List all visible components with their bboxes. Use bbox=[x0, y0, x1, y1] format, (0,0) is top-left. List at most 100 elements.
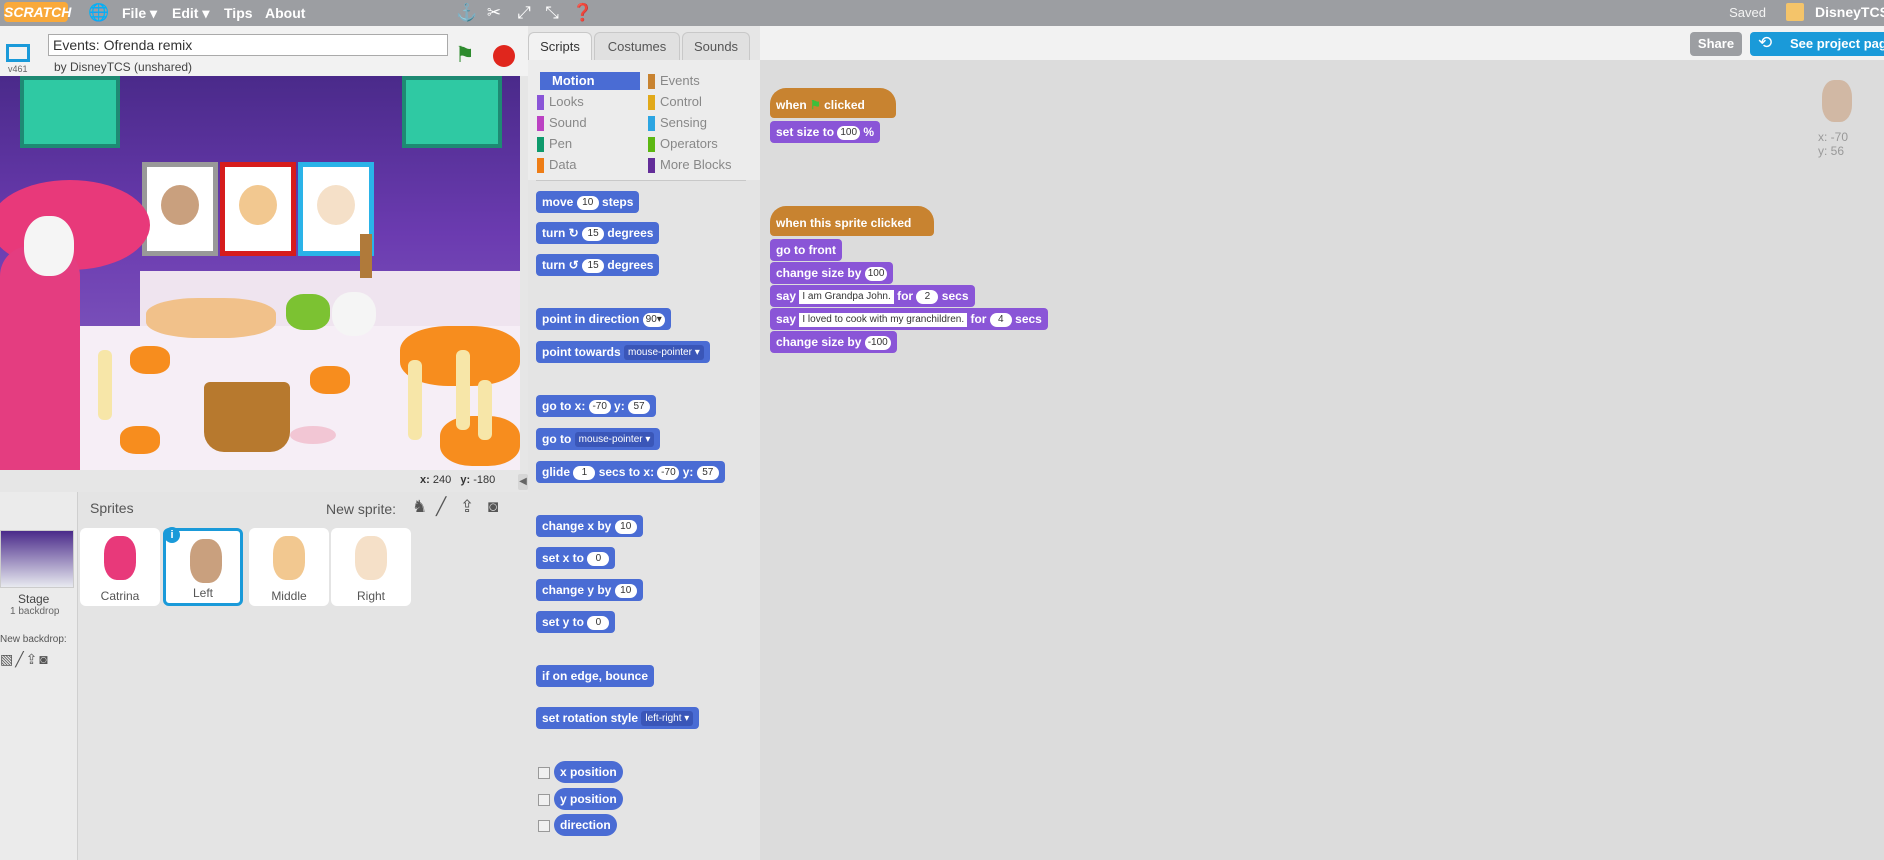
stage-thumbnail[interactable] bbox=[0, 530, 74, 588]
checkbox-x-position[interactable] bbox=[538, 767, 550, 779]
sprite-name: Right bbox=[356, 589, 385, 603]
menu-tips[interactable]: Tips bbox=[224, 5, 253, 21]
sprite-card-middle[interactable]: Middle bbox=[249, 528, 329, 606]
category-events[interactable]: Events bbox=[648, 72, 700, 90]
block-say-for-secs[interactable]: say I loved to cook with my granchildren… bbox=[770, 308, 1048, 330]
block-turn-counterclockwise[interactable]: turn ↺ 15 degrees bbox=[536, 254, 660, 276]
user-folder-icon[interactable] bbox=[1786, 3, 1804, 21]
block-when-sprite-clicked[interactable]: when this sprite clicked bbox=[770, 206, 934, 236]
sprite-library-icon[interactable]: ♞ bbox=[412, 497, 428, 516]
upload-backdrop-icon[interactable]: ⇪ bbox=[25, 651, 40, 667]
sync-icon: ⟲ bbox=[1758, 33, 1773, 52]
category-pen[interactable]: Pen bbox=[537, 135, 572, 153]
block-point-towards[interactable]: point towards mouse-pointer ▾ bbox=[536, 341, 710, 363]
project-byline: by DisneyTCS (unshared) bbox=[54, 60, 193, 74]
block-say-for-secs[interactable]: say I am Grandpa John. for 2 secs bbox=[770, 285, 975, 307]
category-sensing[interactable]: Sensing bbox=[648, 114, 707, 132]
sprites-title: Sprites bbox=[90, 500, 134, 516]
grow-icon[interactable]: ⤢ bbox=[517, 3, 531, 22]
block-if-on-edge-bounce[interactable]: if on edge, bounce bbox=[536, 665, 655, 687]
new-sprite-label: New sprite: bbox=[326, 501, 397, 517]
fullscreen-icon[interactable] bbox=[6, 44, 30, 62]
block-change-size[interactable]: change size by -100 bbox=[770, 331, 897, 353]
block-set-y[interactable]: set y to 0 bbox=[536, 611, 616, 633]
block-change-y[interactable]: change y by 10 bbox=[536, 579, 643, 601]
camera-backdrop-icon[interactable]: ◙ bbox=[39, 651, 50, 667]
block-set-size[interactable]: set size to 100 % bbox=[770, 121, 881, 143]
sprite-frame-left[interactable] bbox=[142, 162, 218, 256]
tab-sounds[interactable]: Sounds bbox=[682, 32, 750, 60]
current-sprite-thumbnail bbox=[1822, 80, 1852, 122]
sprite-thumbnail bbox=[104, 536, 136, 580]
category-looks[interactable]: Looks bbox=[537, 93, 584, 111]
camera-sprite-icon[interactable]: ◙ bbox=[488, 497, 499, 516]
candle bbox=[408, 360, 422, 440]
block-go-to-xy[interactable]: go to x: -70 y: 57 bbox=[536, 395, 657, 417]
checkbox-direction[interactable] bbox=[538, 820, 550, 832]
stage-canvas[interactable] bbox=[0, 76, 520, 470]
green-flag-icon: ⚑ bbox=[810, 98, 821, 112]
see-project-page-button[interactable]: See project page bbox=[1750, 32, 1884, 56]
block-go-to-front[interactable]: go to front bbox=[770, 239, 842, 261]
scratch-logo[interactable]: SCRATCH bbox=[4, 2, 72, 22]
block-go-to[interactable]: go to mouse-pointer ▾ bbox=[536, 428, 661, 450]
delete-scissors-icon[interactable]: ✂ bbox=[486, 3, 502, 22]
block-point-in-direction[interactable]: point in direction 90▾ bbox=[536, 308, 671, 330]
shrink-icon[interactable]: ⤡ bbox=[545, 3, 559, 22]
block-set-rotation-style[interactable]: set rotation style left-right ▾ bbox=[536, 707, 700, 729]
block-change-size[interactable]: change size by 100 bbox=[770, 262, 894, 284]
backdrop-library-icon[interactable]: ▧ bbox=[0, 651, 16, 667]
green-flag-icon[interactable]: ⚑ bbox=[455, 42, 475, 67]
sprite-info-icon[interactable]: i bbox=[164, 527, 180, 543]
block-when-flag-clicked[interactable]: when ⚑ clicked bbox=[770, 88, 896, 118]
category-sound[interactable]: Sound bbox=[537, 114, 587, 132]
tab-scripts[interactable]: Scripts bbox=[528, 32, 592, 60]
category-more-blocks[interactable]: More Blocks bbox=[648, 156, 732, 174]
paint-sprite-icon[interactable]: ╱ bbox=[436, 497, 447, 516]
block-set-x[interactable]: set x to 0 bbox=[536, 547, 616, 569]
reporter-x-position[interactable]: x position bbox=[554, 761, 623, 783]
category-control[interactable]: Control bbox=[648, 93, 702, 111]
reporter-direction[interactable]: direction bbox=[554, 814, 617, 836]
menu-about[interactable]: About bbox=[265, 5, 306, 21]
category-motion[interactable]: Motion bbox=[540, 72, 640, 90]
rotate-cw-icon: ↻ bbox=[568, 226, 579, 240]
share-button[interactable]: Share bbox=[1690, 32, 1742, 56]
menu-file[interactable]: File ▾ bbox=[122, 5, 158, 21]
category-operators[interactable]: Operators bbox=[648, 135, 718, 153]
menu-edit[interactable]: Edit ▾ bbox=[172, 5, 210, 21]
version-label: v461 bbox=[8, 64, 28, 74]
sprite-frame-middle[interactable] bbox=[220, 162, 296, 256]
sprite-card-right[interactable]: Right bbox=[331, 528, 411, 606]
marigold bbox=[120, 426, 160, 454]
block-turn-clockwise[interactable]: turn ↻ 15 degrees bbox=[536, 222, 660, 244]
globe-icon[interactable]: 🌐 bbox=[88, 3, 110, 22]
stage-mouse-coords: x: 240 y: -180 bbox=[420, 474, 496, 486]
menu-bar bbox=[0, 0, 1884, 26]
candle bbox=[478, 380, 492, 440]
stop-icon[interactable] bbox=[493, 45, 515, 67]
papel-picado-left bbox=[20, 76, 120, 148]
checkbox-y-position[interactable] bbox=[538, 794, 550, 806]
candle bbox=[98, 350, 112, 420]
block-glide[interactable]: glide 1 secs to x: -70 y: 57 bbox=[536, 461, 725, 483]
collapse-stage-icon[interactable]: ◀ bbox=[518, 474, 528, 490]
block-move-steps[interactable]: move 10 steps bbox=[536, 191, 640, 213]
block-change-x[interactable]: change x by 10 bbox=[536, 515, 643, 537]
upload-sprite-icon[interactable]: ⇪ bbox=[460, 497, 475, 516]
scripts-area[interactable] bbox=[760, 60, 1884, 860]
reporter-y-position[interactable]: y position bbox=[554, 788, 623, 810]
papel-picado-right bbox=[402, 76, 502, 148]
username[interactable]: DisneyTCS bbox=[1815, 4, 1884, 20]
candle bbox=[456, 350, 470, 430]
project-title-input[interactable] bbox=[48, 34, 448, 56]
category-data[interactable]: Data bbox=[537, 156, 576, 174]
water-bucket bbox=[204, 382, 290, 452]
tab-costumes[interactable]: Costumes bbox=[594, 32, 680, 60]
help-icon[interactable]: ❓ bbox=[572, 3, 594, 22]
catrina-sprite[interactable] bbox=[0, 246, 80, 470]
duplicate-stamp-icon[interactable]: ⚓ bbox=[456, 3, 478, 22]
rotate-ccw-icon: ↺ bbox=[568, 258, 579, 272]
paint-backdrop-icon[interactable]: ╱ bbox=[15, 651, 26, 667]
sprite-card-catrina[interactable]: Catrina bbox=[80, 528, 160, 606]
